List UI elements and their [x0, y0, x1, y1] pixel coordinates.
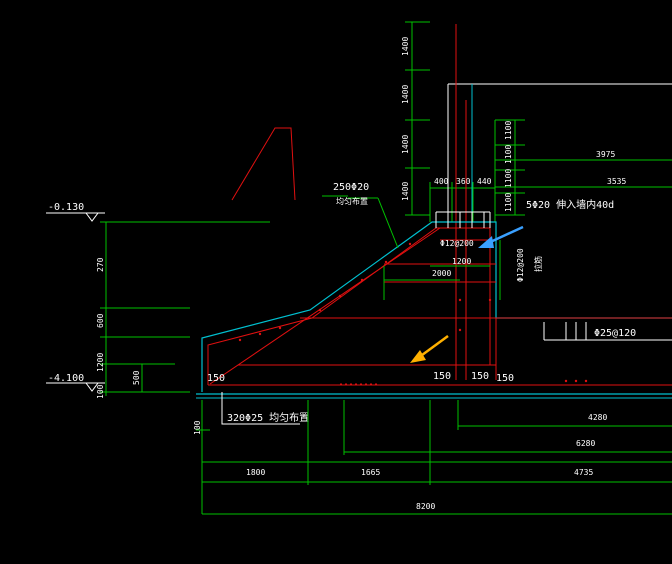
- dim-right-phi12: Φ12@200: [516, 248, 525, 282]
- elevation-marker-bottom: -4.100: [46, 373, 105, 392]
- rebar-dots: [238, 242, 588, 383]
- dim-top-1400d: 1400: [401, 182, 410, 201]
- dim-bottom-1800: 1800: [246, 468, 265, 477]
- elevation-triangle-icon: [85, 382, 99, 392]
- label-150-a: 150: [207, 373, 225, 384]
- dim-left-500: 500: [132, 370, 141, 385]
- dim-left-600: 600: [96, 313, 105, 328]
- arrow-yellow-icon: [410, 334, 449, 363]
- dim-2000: 2000: [432, 269, 451, 278]
- dim-left-270: 270: [96, 257, 105, 272]
- dim-top-1400c: 1400: [401, 135, 410, 154]
- dim-bottom-6280: 6280: [576, 439, 595, 448]
- elevation-triangle-icon: [85, 212, 99, 222]
- dim-bottom-8200: 8200: [416, 502, 435, 511]
- top-dimension-chain: [405, 21, 430, 216]
- dim-3535: 3535: [607, 177, 626, 186]
- label-150-c: 150: [471, 371, 489, 382]
- label-150-d: 150: [496, 373, 514, 384]
- bottom-dimension-chains: [196, 400, 672, 515]
- dim-bottom-4280: 4280: [588, 413, 607, 422]
- dim-left-1200: 1200: [96, 353, 105, 372]
- dim-bottom-1665: 1665: [361, 468, 380, 477]
- dim-right-1100a: 1100: [504, 121, 513, 140]
- label-150-b: 150: [433, 371, 451, 382]
- label-slope-bar: 250Φ20: [333, 182, 369, 193]
- elevation-top-text: -0.130: [48, 202, 84, 213]
- arrow-blue-icon: [478, 225, 524, 248]
- dim-top-440: 440: [477, 177, 492, 186]
- rebar-group: [207, 227, 672, 386]
- label-inner-bar: Φ12@200: [440, 239, 474, 248]
- top-horizontal-dims: [429, 159, 672, 222]
- concrete-outline: [201, 221, 672, 392]
- break-line: [231, 127, 296, 201]
- left-dimension-chain: [100, 221, 270, 396]
- right-bar-marker: [543, 322, 672, 341]
- dim-3975: 3975: [596, 150, 615, 159]
- dim-top-400: 400: [434, 177, 449, 186]
- dim-left-100a: 100: [96, 384, 105, 399]
- elevation-marker-top: -0.130: [46, 202, 105, 222]
- inner-dims: [322, 195, 490, 300]
- dim-top-360: 360: [456, 177, 471, 186]
- dim-left-100b: 100: [193, 420, 202, 435]
- label-top-bar: 5Φ20 伸入墙内40d: [526, 198, 614, 211]
- dim-bottom-4735: 4735: [574, 468, 593, 477]
- label-slope-bar-sub: 均匀布置: [336, 196, 368, 206]
- dim-right-1100c: 1100: [504, 169, 513, 188]
- dim-right-phi12-sub: 拉筋: [533, 256, 543, 272]
- label-right-bar: Φ25@120: [594, 328, 636, 339]
- dim-top-1400a: 1400: [401, 37, 410, 56]
- dim-1200: 1200: [452, 257, 471, 266]
- dim-top-1400b: 1400: [401, 85, 410, 104]
- bottom-label-leader: [221, 392, 300, 425]
- dim-right-1100d: 1100: [504, 193, 513, 212]
- elevation-bottom-text: -4.100: [48, 373, 84, 384]
- dim-right-1100b: 1100: [504, 145, 513, 164]
- top-stirrups: [435, 211, 491, 228]
- label-bottom-bar: 320Φ25 均匀布置: [227, 412, 309, 424]
